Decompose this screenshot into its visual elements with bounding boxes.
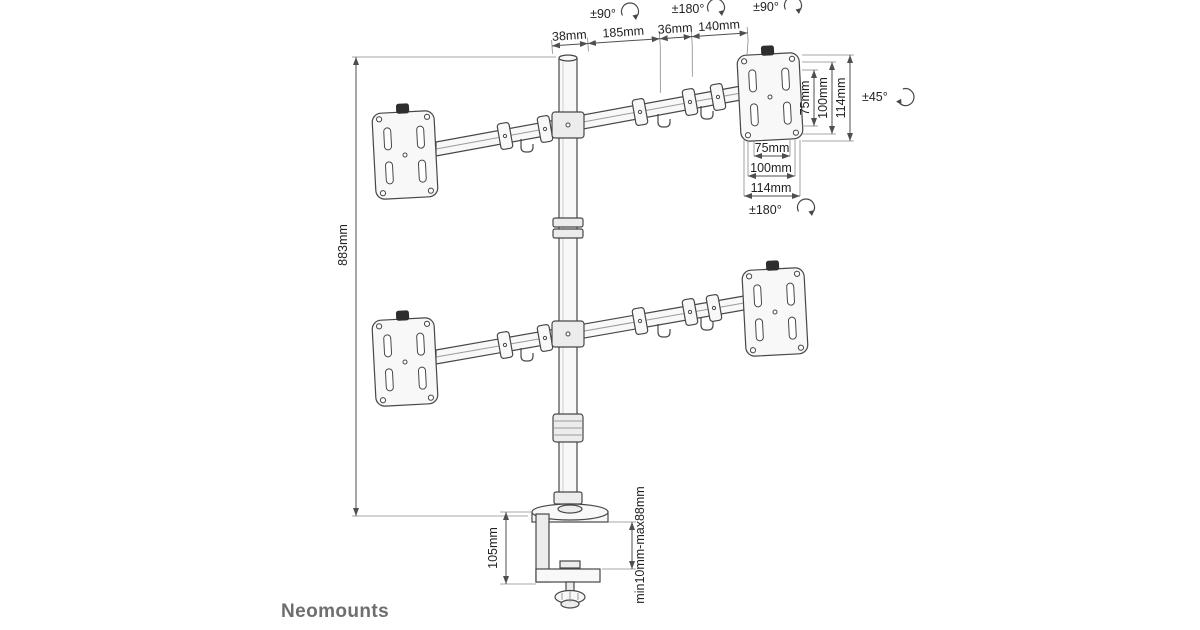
- vesa-plate-bottom-right: [740, 258, 809, 358]
- top-arm: [435, 82, 742, 157]
- tilt-arc-icon: [895, 86, 916, 108]
- cable-hook: [520, 347, 534, 362]
- pole-base-collar: [553, 491, 583, 505]
- desk-thickness-label: min10mm-max88mm: [633, 486, 647, 603]
- cable-hook: [657, 113, 671, 128]
- rotation-top-left-label: ±90°: [590, 7, 616, 21]
- vesa-side-114-label: 114mm: [834, 78, 848, 119]
- rotation-arc-icon: [706, 0, 726, 17]
- arm-joint: [681, 87, 699, 117]
- arm-joint: [536, 114, 554, 144]
- arm-joint: [705, 293, 723, 323]
- dim-arm-outer-label: 140mm: [698, 17, 741, 34]
- dim-pole-width-label: 38mm: [552, 28, 588, 44]
- vesa-plate-bottom-left: [370, 308, 439, 408]
- vesa-side-dimensions: 75mm 100mm 114mm ±45°: [798, 54, 916, 142]
- vesa-side-100-label: 100mm: [816, 77, 830, 119]
- vesa-plate-top-right: [735, 43, 804, 143]
- cable-hook: [657, 323, 671, 338]
- clamp-lower-jaw: [535, 568, 601, 583]
- brand-logo: Neomounts: [281, 601, 389, 622]
- vesa-bottom-75-label: 75mm: [755, 141, 790, 155]
- vesa-plate-top-left: [370, 101, 439, 201]
- rotation-arc-icon: [783, 0, 803, 15]
- pole-ring: [552, 228, 584, 239]
- desk-thickness-dimension: min10mm-max88mm: [602, 486, 647, 604]
- rotation-top-center-label: ±180°: [672, 2, 705, 16]
- clamp-pad: [559, 560, 581, 569]
- arm-joint: [681, 297, 699, 327]
- clamp-screw-shaft: [565, 581, 575, 592]
- arm-joint: [496, 330, 514, 360]
- swivel-plate-label: ±180°: [749, 203, 782, 217]
- tilt-range-label: ±45°: [862, 90, 888, 104]
- total-height-dimension: 883mm: [336, 56, 556, 517]
- vesa-bottom-114-label: 114mm: [751, 181, 792, 195]
- bottom-arm: [435, 293, 745, 365]
- cable-hook: [520, 138, 534, 153]
- top-dimension-row: 38mm 185mm 36mm 140mm: [551, 17, 749, 93]
- dim-arm-inner-label: 185mm: [602, 24, 645, 41]
- arm-joint: [536, 323, 554, 353]
- rotation-arc-icon: [620, 2, 640, 21]
- arm-joint: [631, 306, 649, 336]
- rotation-annotations-top: ±90° ±180° ±90°: [590, 0, 803, 21]
- vesa-bottom-dimensions: 75mm 100mm 114mm ±180°: [743, 140, 816, 217]
- cable-hook: [700, 105, 714, 120]
- arm-joint: [709, 82, 727, 112]
- vesa-side-75-label: 75mm: [798, 81, 812, 116]
- pole: [551, 54, 585, 515]
- clamp-height-label: 105mm: [486, 527, 500, 569]
- dim-joint-label: 36mm: [657, 21, 693, 37]
- arm-joint: [631, 97, 649, 127]
- total-height-label: 883mm: [336, 224, 350, 266]
- desk-clamp: [531, 503, 609, 609]
- vesa-bottom-100-label: 100mm: [750, 161, 792, 175]
- rotation-top-right-label: ±90°: [753, 0, 779, 14]
- clamp-height-dimension: 105mm: [486, 511, 536, 585]
- pole-ring: [552, 217, 584, 228]
- rotation-arc-icon: [796, 198, 816, 217]
- arm-joint: [496, 121, 514, 151]
